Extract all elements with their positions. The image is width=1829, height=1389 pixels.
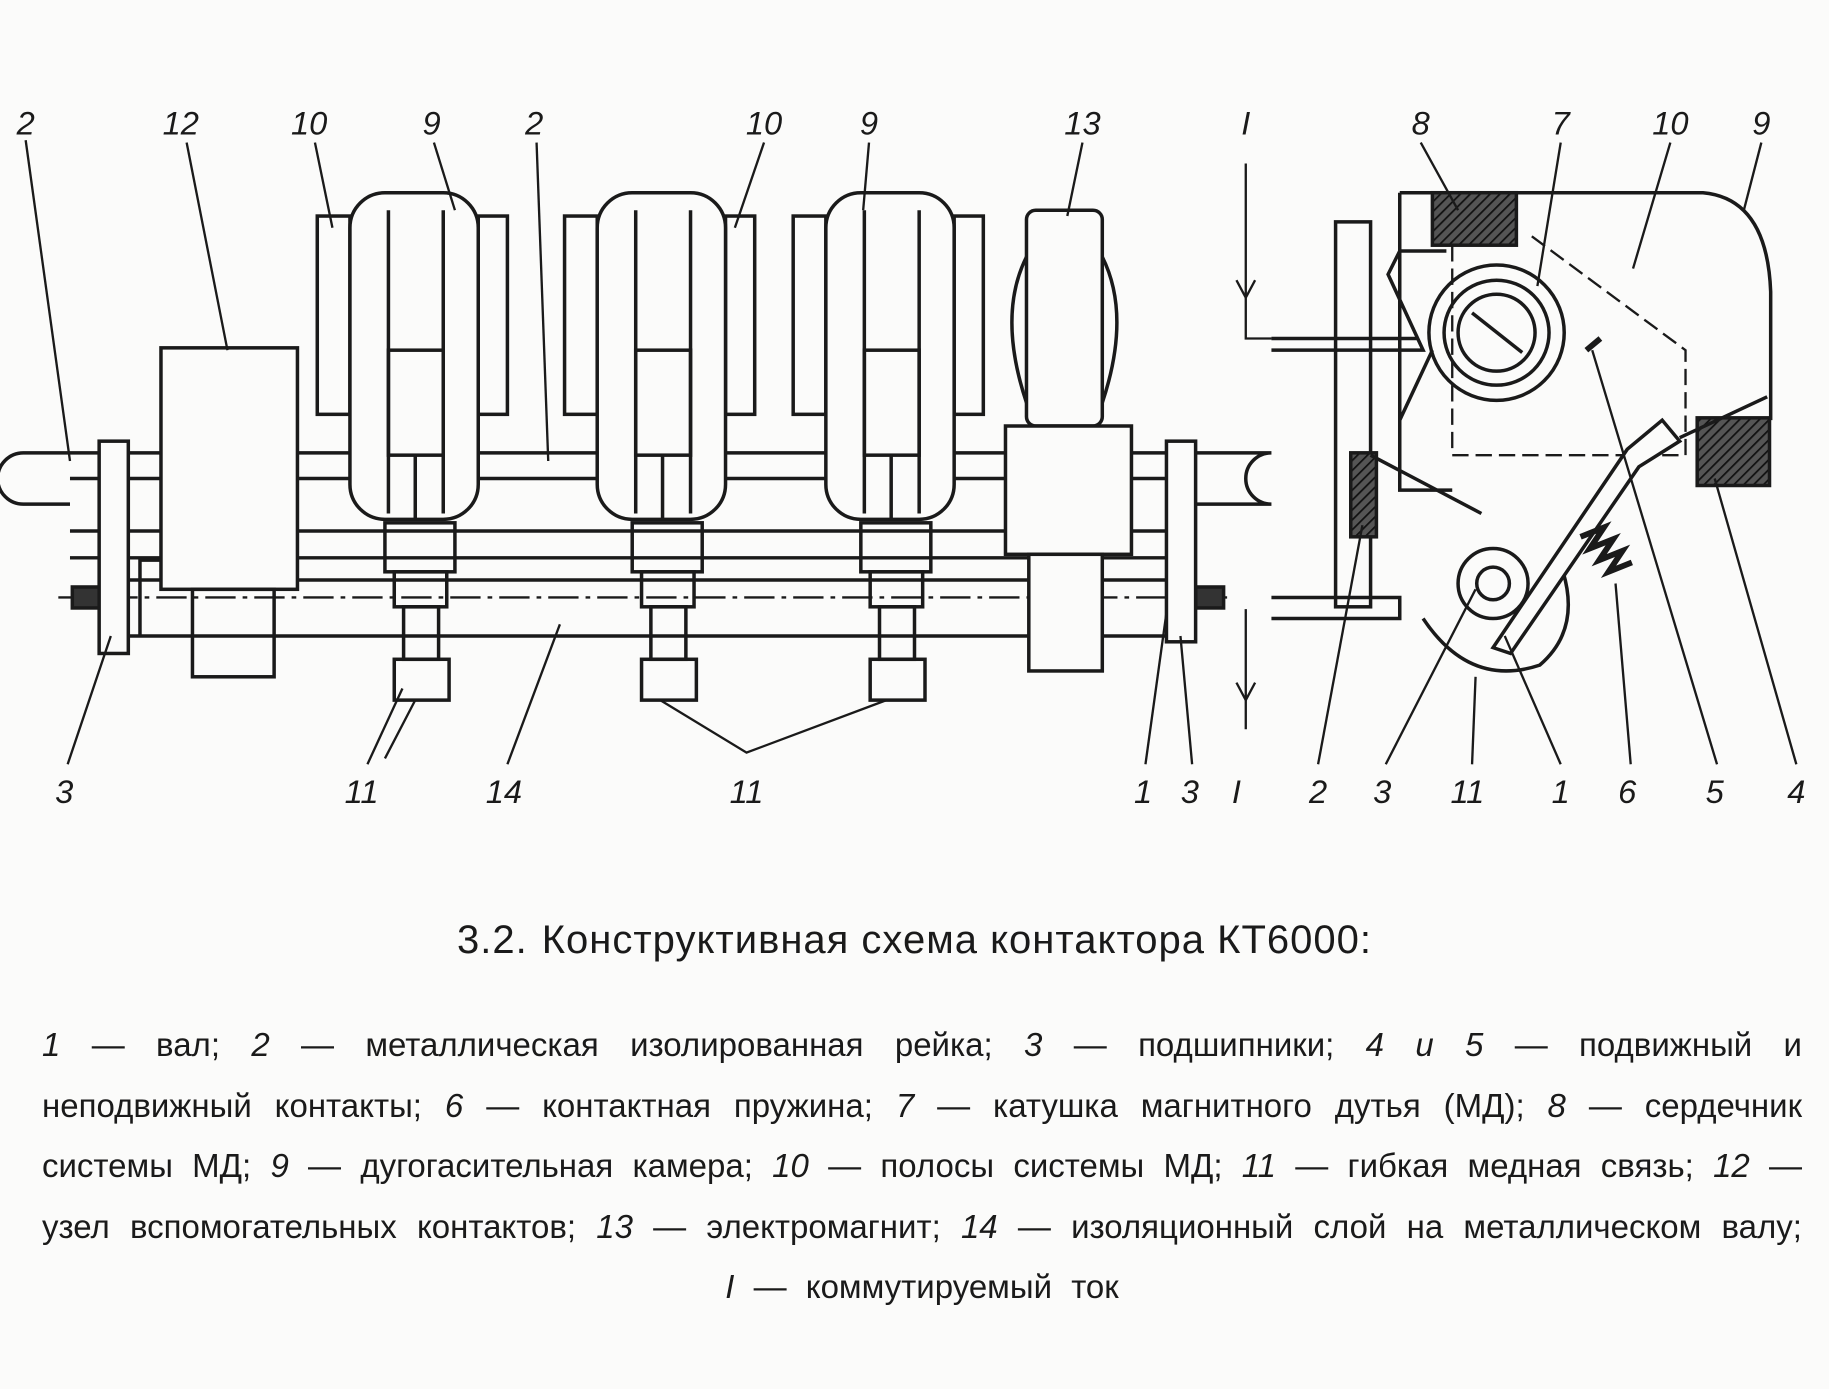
callout-label: 3 xyxy=(1373,773,1391,810)
callout-label: 2 xyxy=(16,104,35,141)
figure-title: 3.2. Конструктивная схема контактора КТ60… xyxy=(0,918,1829,963)
callout-label: 2 xyxy=(524,104,543,141)
callout-label: 9 xyxy=(860,104,878,141)
callout-label: 3 xyxy=(55,773,73,810)
legend-item: 3 — подшипники; xyxy=(1024,1026,1366,1063)
callout-label: 9 xyxy=(423,104,441,141)
callout-label: 2 xyxy=(1308,773,1327,810)
blowout-coil xyxy=(1427,263,1566,403)
legend-text: катушка магнитного дутья (МД) xyxy=(993,1086,1516,1124)
legend-number: 1 xyxy=(42,1026,61,1063)
legend-item: 9 — дугогасительная камера; xyxy=(270,1147,773,1184)
legend-text: металлическая изолированная рейка xyxy=(365,1026,984,1063)
legend-item: I — коммутируемый ток xyxy=(725,1268,1119,1305)
legend-item: 14 — изоляционный слой на металлическом … xyxy=(960,1207,1802,1245)
legend-item: 13 — электромагнит; xyxy=(596,1207,961,1245)
callout-label: 14 xyxy=(486,773,522,810)
contact-spring xyxy=(1579,521,1633,579)
legend-number: I xyxy=(725,1268,735,1305)
callout-label: I xyxy=(1241,104,1250,141)
figure-legend: 1 — вал; 2 — металлическая изолированная… xyxy=(42,1015,1802,1318)
arc-chute-1 xyxy=(315,190,510,702)
callout-label: 10 xyxy=(1652,104,1688,141)
legend-number: 3 xyxy=(1024,1026,1043,1063)
legend-text: полосы системы МД xyxy=(880,1147,1214,1184)
current-arrows xyxy=(1235,163,1272,730)
fixed-contact-hatch xyxy=(1695,416,1772,488)
legend-text: подвижный и неподвижный контакты xyxy=(42,1026,1802,1124)
legend-text: дугогасительная камера xyxy=(360,1147,744,1184)
legend-item: 4 и 5 — подвижный и неподвижный контакты… xyxy=(42,1026,1802,1124)
legend-number: 2 xyxy=(251,1026,270,1063)
legend-text: гибкая медная связь xyxy=(1347,1147,1685,1184)
legend-item: 8 — сердечник системы МД; xyxy=(42,1086,1803,1185)
arc-chute-2 xyxy=(562,190,757,702)
callout-label: 6 xyxy=(1618,773,1637,810)
legend-item: 1 — вал; xyxy=(42,1026,252,1063)
arc-chute-3 xyxy=(791,190,986,702)
legend-text: изоляционный слой на металлическом валу xyxy=(1071,1207,1793,1245)
callout-label: 12 xyxy=(163,104,199,141)
legend-text: электромагнит xyxy=(706,1207,932,1245)
bearing-right xyxy=(1164,439,1198,644)
legend-number: 10 xyxy=(772,1147,809,1184)
legend-number: 7 xyxy=(895,1086,915,1124)
legend-number: 12 xyxy=(1713,1147,1750,1184)
callout-label: 10 xyxy=(746,104,782,141)
callout-label: 1 xyxy=(1134,773,1152,810)
legend-number: 6 xyxy=(444,1086,464,1124)
leader-lines xyxy=(24,140,1798,765)
legend-item: 11 — гибкая медная связь; xyxy=(1241,1147,1714,1184)
callout-label: 9 xyxy=(1752,104,1770,141)
callout-label: 10 xyxy=(291,104,327,141)
legend-number: 14 xyxy=(960,1207,998,1245)
callout-label: 13 xyxy=(1064,104,1100,141)
callout-label: 7 xyxy=(1552,104,1572,141)
legend-text: вал xyxy=(156,1026,211,1063)
callout-label: I xyxy=(1232,773,1241,810)
callout-label: 3 xyxy=(1181,773,1199,810)
electromagnet xyxy=(1003,208,1134,673)
legend-number: 4 и 5 xyxy=(1365,1026,1484,1063)
callout-label: 11 xyxy=(730,773,764,810)
legend-item: 7 — катушка магнитного дутья (МД); xyxy=(895,1086,1548,1124)
callout-label: 8 xyxy=(1412,104,1430,141)
legend-text: подшипники xyxy=(1138,1026,1326,1063)
auxiliary-contacts-unit xyxy=(138,346,300,679)
bearing-left xyxy=(97,439,131,656)
figure-title-text: Конструктивная схема контактора КТ6000: xyxy=(541,918,1372,962)
legend-text: сердечник системы МД xyxy=(42,1086,1803,1185)
top-callout-labels: 2 12 10 9 2 10 9 13 I 8 7 10 9 xyxy=(16,104,1771,141)
legend-text: узел вспомогательных контактов xyxy=(42,1207,567,1245)
contact-cross-section xyxy=(1271,190,1773,673)
figure-number: 3.2. xyxy=(456,918,528,962)
legend-number: 8 xyxy=(1547,1086,1566,1124)
callout-label: 1 xyxy=(1552,773,1570,810)
legend-item: 12 — узел вспомогательных контактов; xyxy=(42,1147,1803,1245)
callout-label: 4 xyxy=(1787,773,1805,810)
blowout-core xyxy=(1430,190,1519,247)
legend-item: 10 — полосы системы МД; xyxy=(772,1147,1242,1184)
legend-item: 6 — контактная пружина; xyxy=(444,1086,896,1124)
legend-number: 11 xyxy=(1241,1147,1277,1184)
callout-label: 11 xyxy=(1450,773,1484,810)
legend-number: 9 xyxy=(270,1147,289,1184)
callout-label: 5 xyxy=(1706,773,1725,810)
callout-label: 11 xyxy=(345,773,379,810)
legend-text: контактная пружина xyxy=(542,1086,864,1124)
legend-number: 13 xyxy=(596,1207,633,1245)
legend-item: 2 — металлическая изолированная рейка; xyxy=(251,1026,1025,1063)
legend-text: коммутируемый ток xyxy=(805,1268,1119,1305)
